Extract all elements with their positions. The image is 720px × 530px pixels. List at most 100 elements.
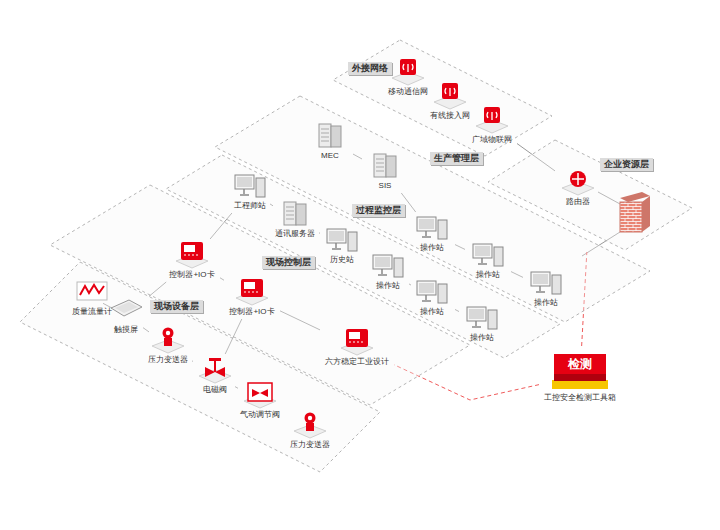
- icon-part: [438, 220, 447, 239]
- device-node: 历史站: [321, 226, 363, 265]
- device-node: 操作站: [467, 241, 509, 280]
- rack-icon: [312, 122, 348, 150]
- device-label: 操作站: [476, 270, 500, 280]
- device-label: 工控安全检测工具箱: [544, 393, 616, 403]
- icon-part: [284, 202, 296, 225]
- icon-part: [235, 175, 254, 189]
- icon-part: [400, 59, 416, 75]
- device-label: 操作站: [420, 243, 444, 253]
- icon-part: [376, 159, 384, 171]
- layer-tag: 现场控制层: [262, 256, 315, 269]
- icon-part: [308, 416, 312, 420]
- icon-part: [319, 124, 331, 147]
- icon-part: [554, 374, 606, 381]
- icon-part: [378, 269, 387, 275]
- router-icon: [560, 168, 596, 196]
- icon-part: [472, 321, 481, 327]
- device-label: 压力变送器: [148, 355, 188, 365]
- device-node: 操作站: [461, 304, 503, 343]
- pc-icon: [528, 269, 564, 297]
- ctrl-icon: [234, 278, 270, 306]
- icon-part: [306, 423, 314, 431]
- icon-part: [442, 83, 458, 99]
- pc-icon: [370, 252, 406, 280]
- icon-part: [346, 329, 368, 347]
- touch-icon: [108, 296, 144, 324]
- icon-part: [184, 255, 200, 256]
- icon-part: [240, 189, 249, 195]
- ptx-icon: [292, 411, 328, 439]
- device-node: 工程师站: [229, 172, 271, 211]
- icon-part: [321, 129, 329, 141]
- pc-icon: [414, 214, 450, 242]
- icon-part: [475, 246, 490, 256]
- icon-part: [422, 231, 431, 237]
- icon-part: [296, 204, 306, 225]
- icon-part: [166, 331, 170, 335]
- icon-part: [394, 258, 403, 277]
- device-label: 操作站: [376, 281, 400, 291]
- icon-part: [417, 281, 436, 295]
- icon-part: [237, 177, 252, 187]
- ctrl-icon: [174, 241, 210, 269]
- icon-part: [531, 272, 550, 286]
- icon-part: [570, 171, 586, 187]
- icon-part: [419, 219, 434, 229]
- device-label: SIS: [379, 181, 392, 191]
- icon-part: [181, 242, 203, 260]
- device-label: 电磁阀: [203, 385, 227, 395]
- icon-part: [373, 255, 392, 269]
- icon-part: [77, 282, 107, 300]
- icon-part: [478, 258, 487, 264]
- icon-part: [422, 295, 431, 301]
- device-node: MEC: [309, 122, 351, 161]
- icon-part: [494, 247, 503, 266]
- pc-icon: [470, 241, 506, 269]
- device-label: 控制器+IO卡: [169, 270, 214, 280]
- pc-icon: [232, 172, 268, 200]
- device-node: 压力变送器: [287, 411, 333, 450]
- device-node: 电磁阀: [194, 356, 236, 395]
- icon-part: [241, 279, 263, 297]
- device-node: 操作站: [525, 269, 567, 308]
- icon-part: [438, 284, 447, 303]
- device-node: 气动调节阀: [237, 381, 283, 420]
- toolbox-node: 检测工控安全检测工具箱: [541, 348, 619, 403]
- device-label: 历史站: [330, 255, 354, 265]
- icon-part: [184, 245, 195, 252]
- icon-part: [445, 88, 455, 96]
- device-label: 有线接入网: [430, 111, 470, 121]
- ptx-icon: [150, 326, 186, 354]
- icon-part: [484, 107, 500, 123]
- device-node: 操作站: [411, 214, 453, 253]
- layer-tag: 生产管理层: [430, 152, 483, 165]
- icon-part: [80, 285, 104, 295]
- band-outline-shape: [20, 262, 380, 472]
- icon-part: [487, 112, 497, 120]
- device-node: 通讯服务器: [272, 200, 318, 239]
- icon-part: [473, 244, 492, 258]
- layer-tag: 外接网络: [348, 62, 392, 75]
- pc-icon: [324, 226, 360, 254]
- icon-part: [164, 338, 172, 346]
- icon-part: [256, 178, 265, 197]
- device-node: 操作站: [367, 252, 409, 291]
- device-label: 质量流量计: [72, 307, 112, 317]
- device-label: 操作站: [534, 298, 558, 308]
- device-node: 操作站: [411, 278, 453, 317]
- icon-part: [374, 154, 386, 177]
- device-node: 控制器+IO卡: [166, 241, 218, 280]
- device-node: 触摸屏: [105, 296, 147, 335]
- device-label: 通讯服务器: [275, 229, 315, 239]
- icon-part: [349, 332, 360, 339]
- layer-tag: 现场设备层: [150, 300, 203, 313]
- icon-part: [488, 310, 497, 329]
- icon-part: [536, 286, 545, 292]
- rack-icon: [277, 200, 313, 228]
- avalve-icon: [242, 381, 278, 409]
- toolbox-title: 检测: [550, 357, 610, 371]
- icon-part: [552, 275, 561, 294]
- device-node: 质量流量计: [69, 278, 115, 317]
- device-node: 广域物联网: [469, 106, 515, 145]
- icon-part: [552, 380, 608, 389]
